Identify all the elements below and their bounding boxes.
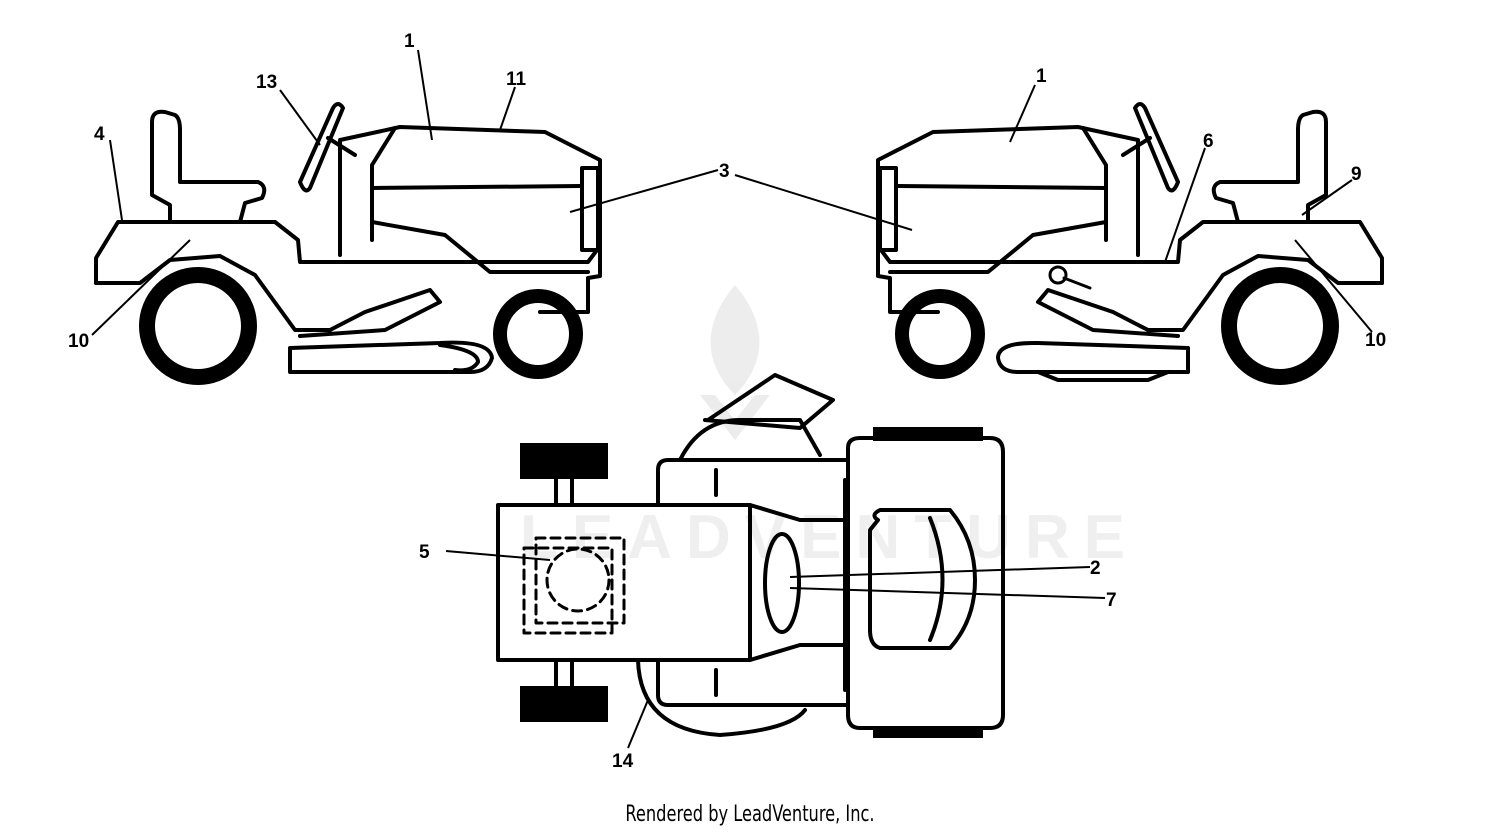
top-view	[496, 373, 1005, 738]
left-deck-chute	[438, 343, 480, 373]
left-body-lower	[94, 254, 332, 332]
leader-lines	[91, 49, 1373, 749]
top-rear-body	[846, 436, 1005, 730]
top-mid-body	[656, 458, 850, 707]
right-hood-grille	[878, 166, 898, 252]
top-left-rear-tire	[520, 686, 608, 722]
right-hood	[876, 125, 1140, 257]
left-side-view	[94, 102, 602, 385]
right-lift-lever-knob	[1048, 265, 1068, 285]
right-steering-wheel	[1133, 102, 1180, 193]
top-fuel-cap-outline	[545, 547, 611, 613]
left-seat	[150, 109, 267, 224]
top-seat	[868, 508, 977, 650]
right-footrest	[1036, 288, 1180, 338]
callout-left-11: 11	[506, 69, 527, 90]
top-mower-deck	[636, 418, 822, 737]
callout-top-7: 7	[1106, 590, 1117, 611]
callout-right-9: 9	[1351, 164, 1362, 185]
footer-credit: Rendered by LeadVenture, Inc.	[625, 802, 875, 827]
callout-left-13: 13	[256, 72, 277, 93]
left-rear-wheel	[139, 267, 257, 385]
callout-top-5: 5	[419, 542, 430, 563]
left-steering-wheel	[298, 102, 345, 193]
left-mower-deck	[288, 340, 494, 374]
left-hood-grille	[580, 166, 600, 252]
top-left-front-tire	[520, 443, 608, 479]
top-rear-axle	[554, 658, 574, 688]
left-hood-side	[370, 126, 397, 242]
callout-right-1: 1	[1036, 66, 1047, 87]
callout-left-4: 4	[94, 124, 105, 145]
right-deck-skid	[1036, 370, 1170, 382]
right-hood-side	[1081, 126, 1108, 242]
callout-top-14: 14	[612, 751, 634, 772]
callout-left-1: 1	[404, 31, 415, 52]
top-hood	[496, 503, 752, 662]
watermark-logo-icon	[700, 285, 770, 440]
right-steering-column	[1121, 136, 1152, 157]
left-rear-fender	[94, 220, 602, 314]
right-rear-wheel	[1221, 267, 1339, 385]
right-hood-lower	[888, 220, 1108, 274]
top-decal-outline-b	[534, 536, 626, 625]
top-console	[748, 503, 847, 662]
top-discharge-chute	[703, 373, 835, 430]
left-hood	[338, 125, 602, 257]
top-decal-outline-a	[522, 546, 614, 635]
left-steering-column	[326, 136, 357, 157]
callout-right-6: 6	[1203, 131, 1214, 152]
right-lift-lever	[1062, 276, 1092, 290]
callout-left-10: 10	[68, 331, 89, 352]
right-rear-fender	[876, 220, 1384, 314]
top-mid-marks	[714, 468, 847, 697]
left-hood-lower	[370, 220, 590, 274]
callout-right-10: 10	[1365, 330, 1386, 351]
right-mower-deck	[996, 340, 1190, 374]
left-front-wheel	[493, 289, 583, 379]
top-seat-back	[928, 516, 945, 642]
right-side-view	[876, 102, 1384, 385]
watermark: LEADVENTURE	[520, 285, 1125, 572]
right-hood-mid	[896, 184, 1108, 190]
right-front-wheel	[895, 289, 985, 379]
top-steering-wheel	[763, 532, 801, 634]
top-front-axle	[554, 477, 574, 507]
callout-center-3: 3	[719, 161, 730, 182]
right-body-lower	[1146, 254, 1384, 332]
left-hood-mid	[370, 184, 582, 190]
right-seat	[1211, 109, 1328, 224]
callout-top-2: 2	[1090, 558, 1101, 579]
left-footrest	[298, 288, 442, 338]
callout-labels: 1 11 13 4 10 3 1 6 9 10 5 2 7 14	[68, 31, 1386, 772]
